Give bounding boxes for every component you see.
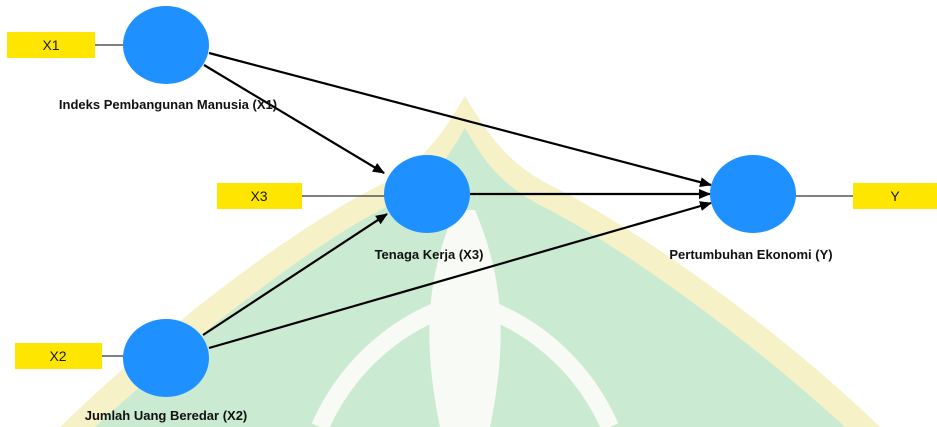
path-x2-to-x3[interactable]: [202, 213, 388, 336]
indicator-x2[interactable]: X2: [15, 343, 102, 369]
construct-circle-x2[interactable]: [123, 319, 209, 397]
construct-label-x3: Tenaga Kerja (X3): [375, 247, 484, 262]
watermark-right-leaf: [486, 301, 619, 427]
construct-label-x1: Indeks Pembangunan Manusia (X1): [59, 97, 277, 112]
construct-label-y: Pertumbuhan Ekonomi (Y): [669, 247, 832, 262]
path-x2-to-y[interactable]: [208, 201, 712, 350]
indicator-x3[interactable]: X3: [217, 183, 302, 209]
path-x1-to-x3[interactable]: [203, 64, 385, 174]
indicator-label-y: Y: [890, 188, 900, 204]
indicator-label-x1: X1: [42, 37, 59, 53]
indicator-connectors: [95, 44, 853, 357]
structural-paths: [202, 51, 712, 350]
indicator-x1[interactable]: X1: [7, 32, 95, 58]
indicator-label-x2: X2: [49, 348, 66, 364]
indicator-y[interactable]: Y: [853, 183, 937, 209]
construct-x1[interactable]: Indeks Pembangunan Manusia (X1): [59, 6, 277, 112]
background-watermark: [60, 96, 880, 427]
path-x1-to-y[interactable]: [208, 51, 712, 188]
indicator-box-x1[interactable]: [7, 32, 95, 58]
indicator-box-y[interactable]: [853, 183, 937, 209]
indicator-box-x3[interactable]: [217, 183, 302, 209]
watermark-left-leaf: [311, 301, 444, 427]
construct-circle-x1[interactable]: [123, 6, 209, 84]
construct-x2[interactable]: Jumlah Uang Beredar (X2): [85, 319, 248, 423]
indicator-label-x3: X3: [250, 188, 267, 204]
construct-x3[interactable]: Tenaga Kerja (X3): [375, 155, 484, 262]
construct-circle-y[interactable]: [710, 155, 796, 233]
construct-y[interactable]: Pertumbuhan Ekonomi (Y): [669, 155, 833, 262]
construct-label-x2: Jumlah Uang Beredar (X2): [85, 408, 248, 423]
construct-circle-x3[interactable]: [384, 155, 470, 233]
indicator-box-x2[interactable]: [15, 343, 102, 369]
watermark-center-ribbon: [429, 210, 501, 427]
